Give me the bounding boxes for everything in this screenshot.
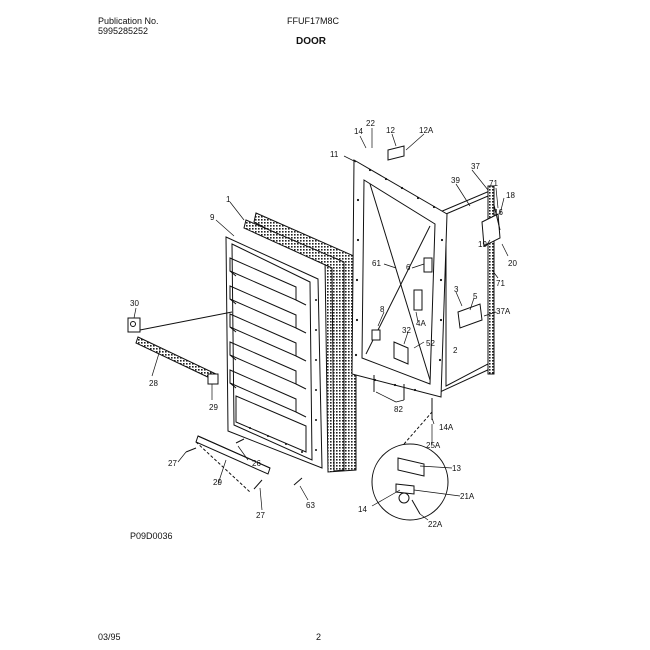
callout-8: 8: [380, 305, 385, 314]
callout-30: 30: [130, 299, 139, 308]
callout-22: 22: [366, 119, 375, 128]
callout-4a: 4A: [416, 319, 426, 328]
callout-19: 19: [478, 240, 487, 249]
page-number: 2: [316, 632, 322, 642]
callout-13: 13: [452, 464, 461, 473]
callout-71-bot: 71: [496, 279, 505, 288]
callout-14: 14: [354, 127, 363, 136]
callout-leaders: [133, 128, 509, 521]
callout-28: 28: [149, 379, 158, 388]
callout-20: 20: [508, 259, 517, 268]
callout-82: 82: [394, 405, 403, 414]
callout-labels: 14 22 12 12A 11 37 39 71 18 16 19 20 71 …: [130, 119, 517, 529]
callout-32: 32: [402, 326, 411, 335]
callout-14a: 14A: [439, 423, 454, 432]
callout-9: 9: [210, 213, 215, 222]
callout-29-low: 29: [213, 478, 222, 487]
callout-26: 26: [252, 459, 261, 468]
publication-number: 5995285252: [98, 26, 149, 36]
callout-18: 18: [506, 191, 515, 200]
callout-1: 1: [226, 195, 231, 204]
callout-27-left: 27: [168, 459, 177, 468]
drawing-code: P09D0036: [130, 531, 173, 541]
loose-parts: [127, 311, 303, 493]
callout-27-bot: 27: [256, 511, 265, 520]
section-title: DOOR: [296, 36, 326, 47]
callout-61: 61: [372, 259, 381, 268]
callout-5: 5: [473, 292, 478, 301]
detail-circle: [371, 411, 449, 521]
callout-11: 11: [330, 150, 339, 159]
callout-29-mid: 29: [209, 403, 218, 412]
callout-2: 2: [453, 346, 458, 355]
callout-6: 6: [406, 263, 411, 272]
callout-12: 12: [386, 126, 395, 135]
callout-16: 16: [494, 208, 503, 217]
model-number: FFUF17M8C: [287, 16, 340, 26]
callout-71-top: 71: [489, 179, 498, 188]
liner-shelves: [229, 257, 307, 418]
publication-label: Publication No.: [98, 16, 159, 26]
callout-21a: 21A: [460, 492, 475, 501]
callout-3: 3: [454, 285, 459, 294]
callout-14-bot: 14: [358, 505, 367, 514]
footer-date: 03/95: [98, 632, 121, 642]
callout-12a: 12A: [419, 126, 434, 135]
callout-37a: 37A: [496, 307, 511, 316]
callout-39: 39: [451, 176, 460, 185]
callout-37: 37: [471, 162, 480, 171]
callout-52: 52: [426, 339, 435, 348]
door-frame: [351, 145, 501, 420]
callout-22a: 22A: [428, 520, 443, 529]
door-liner: [225, 212, 357, 473]
callout-25a: 25A: [426, 441, 441, 450]
callout-63: 63: [306, 501, 315, 510]
